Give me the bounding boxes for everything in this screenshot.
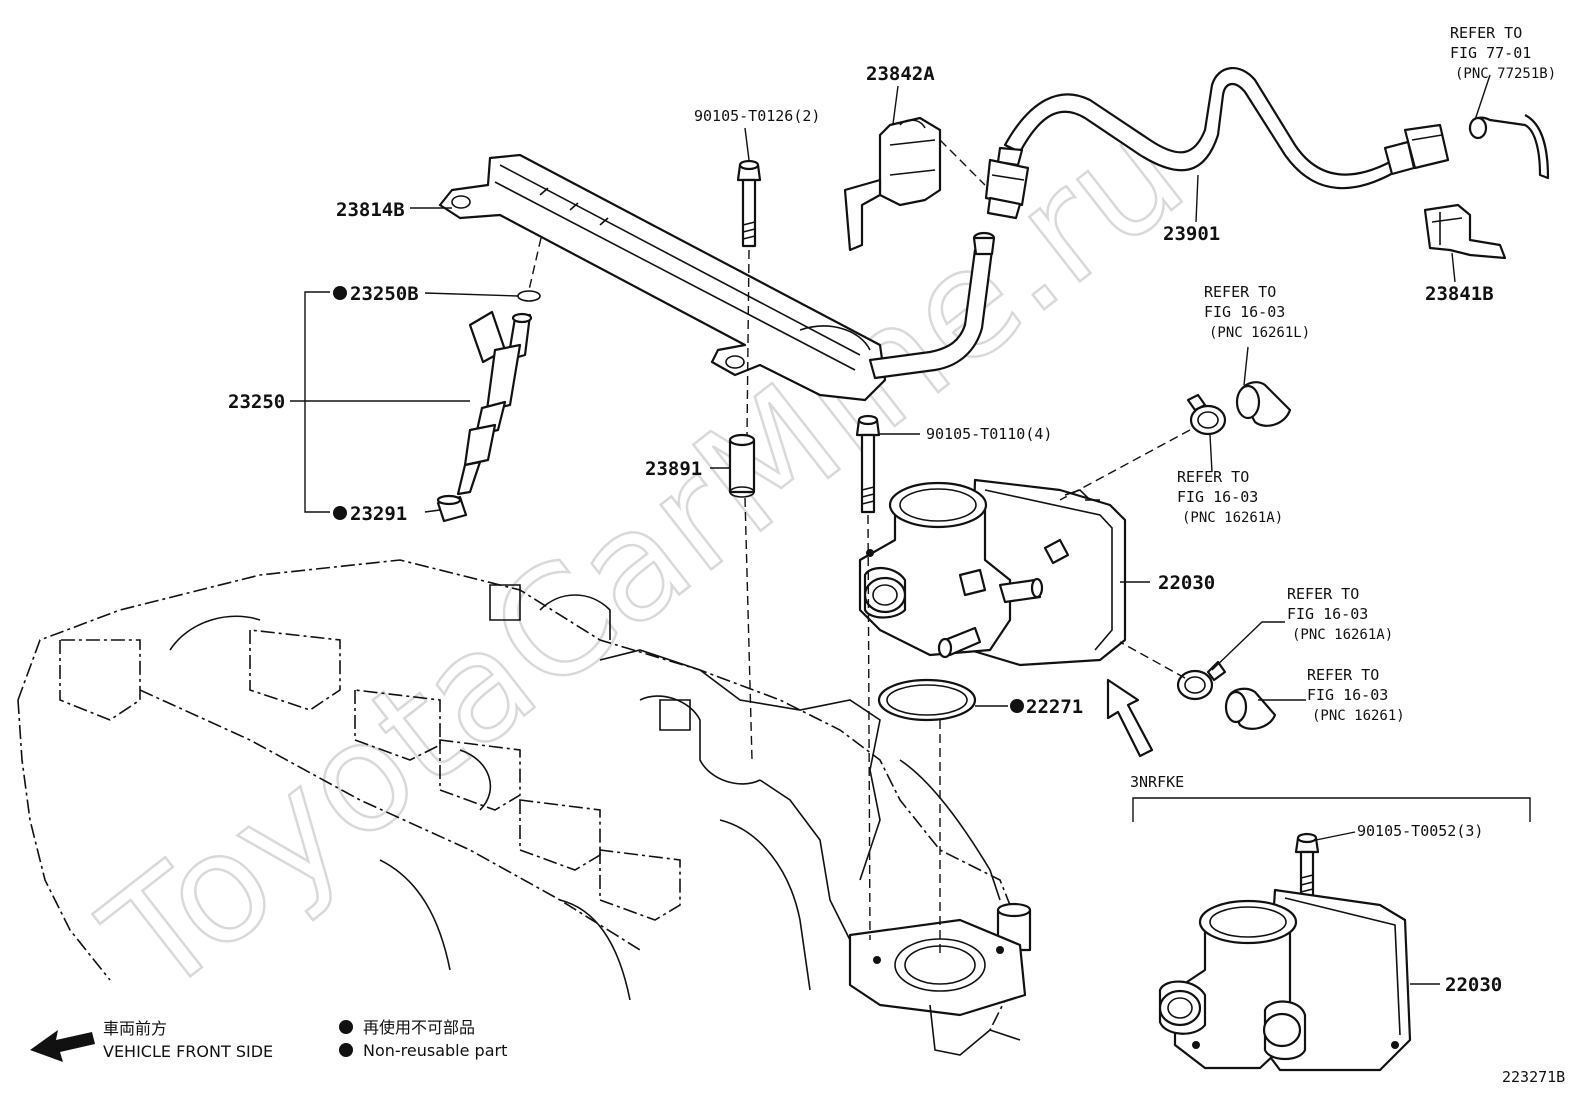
label-spacer: 23891	[645, 458, 702, 480]
refs-hose-lower-2: (PNC 16261)	[1312, 708, 1405, 724]
refs-top-right-1: FIG 77-01	[1450, 44, 1531, 62]
ref-clamp-upper: REFER TO FIG 16-03 (PNC 16261A)	[1177, 468, 1283, 526]
label-variant-engine: 3NRFKE	[1130, 773, 1184, 791]
engine-outline	[17, 559, 1032, 1056]
refs-hose-lower-0: REFER TO	[1307, 666, 1379, 684]
fuel-injector	[436, 290, 541, 523]
throttle-body	[858, 478, 1127, 667]
refs-clamp-lower-0: REFER TO	[1287, 585, 1359, 603]
nonreusable-marker	[333, 286, 347, 300]
label-bolt-rail: 90105-T0126(2)	[694, 107, 820, 125]
label-connector-clip: 23842A	[866, 63, 935, 85]
assembly-lines	[528, 139, 1191, 955]
label-hose-clip: 23841B	[1425, 283, 1494, 305]
refs-clamp-lower-2: (PNC 16261A)	[1292, 627, 1393, 643]
part-labels: 90105-T0126(2) 23842A 23901 23841B 23814…	[228, 63, 1565, 1086]
label-bolt-variant: 90105-T0052(3)	[1357, 822, 1483, 840]
refs-clamp-lower-1: FIG 16-03	[1287, 605, 1368, 623]
refs-hose-upper-2: (PNC 16261L)	[1209, 325, 1310, 341]
direction-en: VEHICLE FRONT SIDE	[103, 1042, 273, 1061]
ref-top-right: REFER TO FIG 77-01 (PNC 77251B)	[1450, 24, 1556, 82]
label-o-ring: 23250B	[350, 283, 419, 305]
refs-hose-upper-1: FIG 16-03	[1204, 303, 1285, 321]
nonreusable-marker	[1010, 699, 1024, 713]
bolt-rail	[736, 159, 762, 248]
connector-clip	[843, 116, 942, 252]
leader-lines	[290, 74, 1531, 985]
label-gasket: 22271	[1026, 696, 1083, 718]
nonreusable-jp: 再使用不可部品	[363, 1018, 475, 1037]
refs-top-right-2: (PNC 77251B)	[1455, 66, 1556, 82]
fuel-hose	[984, 67, 1550, 220]
refs-top-right-0: REFER TO	[1450, 24, 1522, 42]
label-injector-assy: 23250	[228, 391, 285, 413]
refs-hose-upper-0: REFER TO	[1204, 283, 1276, 301]
label-throttle-body: 22030	[1158, 572, 1215, 594]
nonreusable-en: Non-reusable part	[363, 1041, 507, 1060]
throttle-body-variant	[1158, 832, 1412, 1072]
legend: 車両前方 VEHICLE FRONT SIDE 再使用不可部品 Non-reus…	[30, 1018, 507, 1062]
delivery-pipe	[438, 153, 996, 402]
label-bolt-throttle: 90105-T0110(4)	[926, 425, 1052, 443]
ref-hose-upper: REFER TO FIG 16-03 (PNC 16261L)	[1204, 283, 1310, 341]
clamp-upper	[1186, 393, 1227, 436]
assembly-arrow	[1106, 678, 1154, 758]
refs-clamp-upper-0: REFER TO	[1177, 468, 1249, 486]
refs-clamp-upper-2: (PNC 16261A)	[1182, 510, 1283, 526]
hose-lower	[1224, 687, 1277, 730]
label-fuel-hose: 23901	[1163, 223, 1220, 245]
direction-jp: 車両前方	[103, 1019, 167, 1038]
refs-clamp-upper-1: FIG 16-03	[1177, 488, 1258, 506]
arrow-left-icon	[30, 1030, 95, 1062]
ref-hose-lower: REFER TO FIG 16-03 (PNC 16261)	[1307, 666, 1405, 724]
label-delivery-pipe: 23814B	[336, 199, 405, 221]
bolt-throttle	[855, 414, 881, 514]
nonreusable-marker	[333, 506, 347, 520]
refs-hose-lower-1: FIG 16-03	[1307, 686, 1388, 704]
figure-number: 223271B	[1502, 1068, 1565, 1086]
gasket	[877, 678, 977, 722]
clamp-lower	[1176, 660, 1227, 701]
label-insulator: 23291	[350, 503, 407, 525]
nonreusable-dot-icon	[339, 1020, 353, 1034]
label-throttle-body-variant: 22030	[1445, 974, 1502, 996]
hose-clip	[1423, 203, 1507, 260]
spacer	[728, 433, 756, 498]
ref-clamp-lower: REFER TO FIG 16-03 (PNC 16261A)	[1287, 585, 1393, 643]
hose-upper	[1235, 381, 1292, 427]
nonreusable-dot-icon	[339, 1043, 353, 1057]
